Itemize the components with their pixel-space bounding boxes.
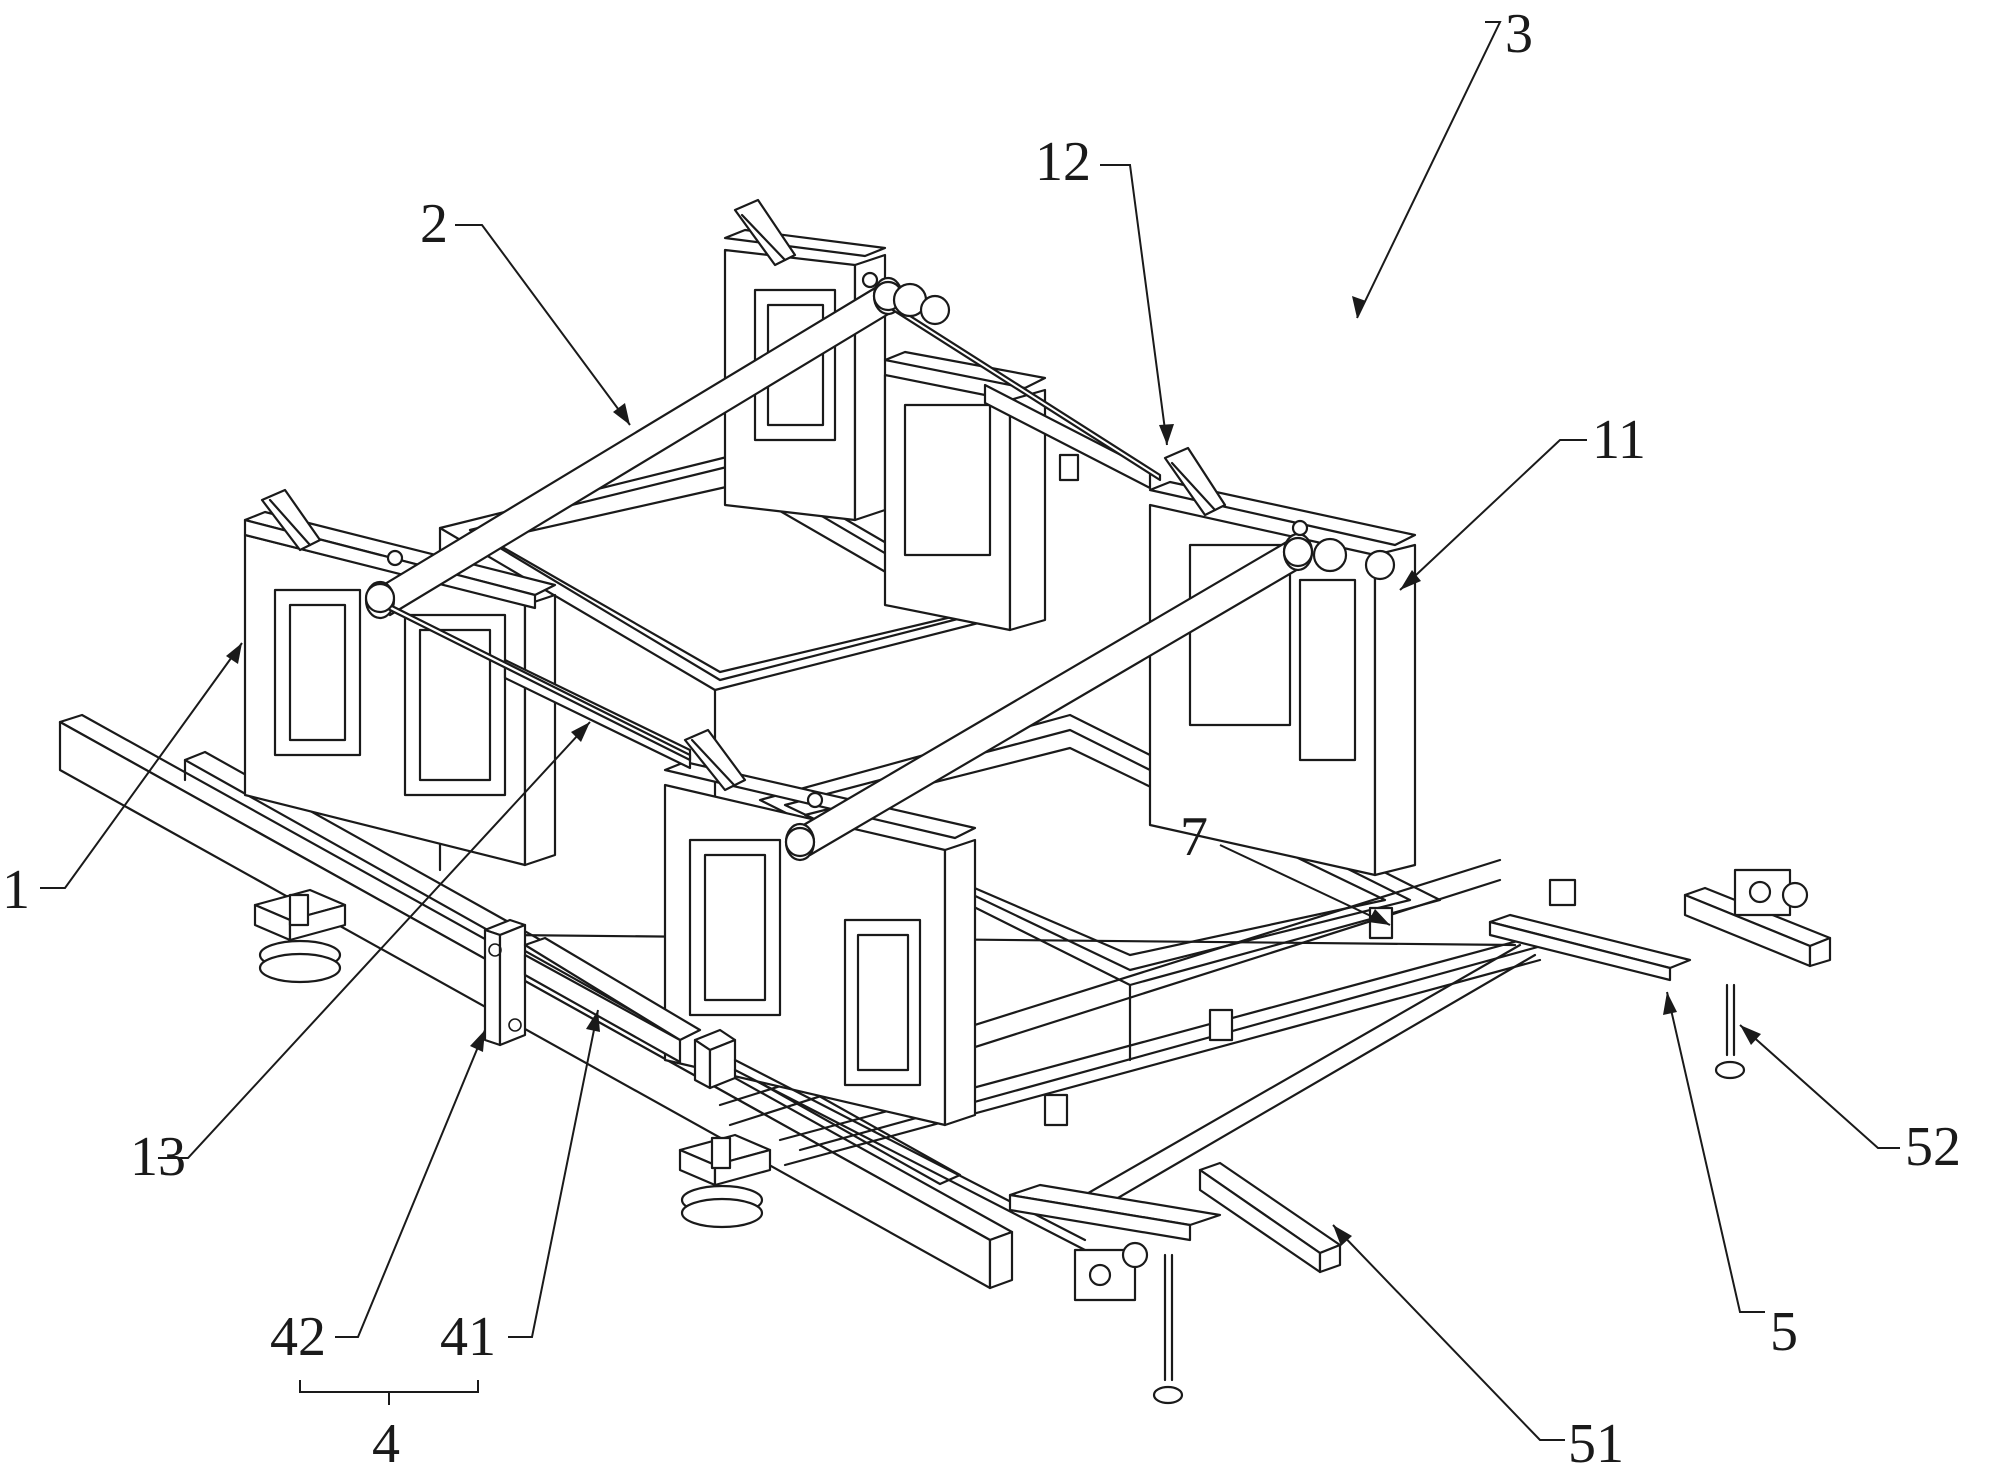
- arrowhead-42: [470, 1030, 485, 1052]
- leader-3: [1356, 21, 1502, 319]
- leader-5: [1666, 991, 1765, 1313]
- arrowhead-52: [1740, 1025, 1761, 1045]
- callout-13: 13: [130, 1126, 186, 1188]
- upright-frame-front-left: [243, 533, 557, 867]
- gear-front: [1312, 537, 1396, 581]
- arrowhead-41: [586, 1010, 600, 1032]
- callout-5: 5: [1770, 1301, 1798, 1363]
- leveling-foot-right: [678, 1133, 772, 1229]
- arrowhead-12: [1159, 424, 1174, 445]
- arrowheads: [226, 296, 1761, 1246]
- callout-42: 42: [270, 1306, 326, 1368]
- arrowhead-5: [1663, 992, 1677, 1015]
- upright-frame-back-right: [883, 373, 1047, 632]
- callout-11: 11: [1592, 409, 1646, 471]
- longitudinal-bar-right: [883, 298, 1162, 490]
- callout-2: 2: [420, 193, 448, 255]
- slider-blocks: [1043, 453, 1577, 1127]
- leader-lines: [40, 21, 1900, 1441]
- leveling-foot-left: [253, 888, 347, 984]
- callout-3: 3: [1505, 3, 1533, 65]
- arrowhead-1: [226, 643, 242, 664]
- arrowhead-51: [1333, 1225, 1352, 1246]
- telescopic-leg-back: [1714, 983, 1746, 1080]
- clamp-head-front-left: [260, 488, 404, 614]
- clamp-head-front-right: [683, 728, 824, 858]
- callout-51: 51: [1568, 1413, 1624, 1471]
- callout-labels: 3 12 2 11 1 7 13 52 5 42 41 4 51: [2, 3, 1961, 1471]
- gear-back: [892, 282, 951, 326]
- leader-51: [1332, 1224, 1565, 1441]
- leader-42: [335, 1029, 486, 1338]
- bracket-4: [299, 1380, 479, 1405]
- callout-52: 52: [1905, 1116, 1961, 1178]
- arrowhead-13: [571, 722, 590, 742]
- leader-13: [158, 721, 591, 1159]
- callout-1: 1: [2, 859, 30, 921]
- arrowhead-11: [1400, 570, 1421, 590]
- callout-4: 4: [372, 1413, 400, 1471]
- arrowhead-2: [613, 403, 630, 425]
- leader-11: [1399, 439, 1587, 591]
- hinge-bracket-front: [1073, 1241, 1149, 1302]
- support-arm-back: [1488, 886, 1832, 982]
- arrowhead-7: [1368, 909, 1390, 925]
- hinge-bracket-back: [1733, 868, 1809, 917]
- arrowhead-3: [1352, 296, 1366, 318]
- leader-1: [40, 642, 243, 889]
- longitudinal-bar-left: [378, 598, 692, 770]
- leader-12: [1100, 164, 1168, 446]
- callout-12: 12: [1035, 131, 1091, 193]
- clamp-head-back-right: [1163, 446, 1314, 568]
- leader-41: [508, 1009, 599, 1338]
- leader-7: [1219, 844, 1391, 926]
- leader-2: [455, 224, 631, 426]
- telescopic-leg-front: [1152, 1253, 1184, 1405]
- actuator-cylinder: [523, 936, 737, 1090]
- leader-52: [1739, 1024, 1900, 1149]
- callout-41: 41: [440, 1306, 496, 1368]
- callout-7: 7: [1180, 806, 1208, 868]
- actuator-mount: [483, 918, 527, 1047]
- support-arm-front: [1008, 1161, 1342, 1274]
